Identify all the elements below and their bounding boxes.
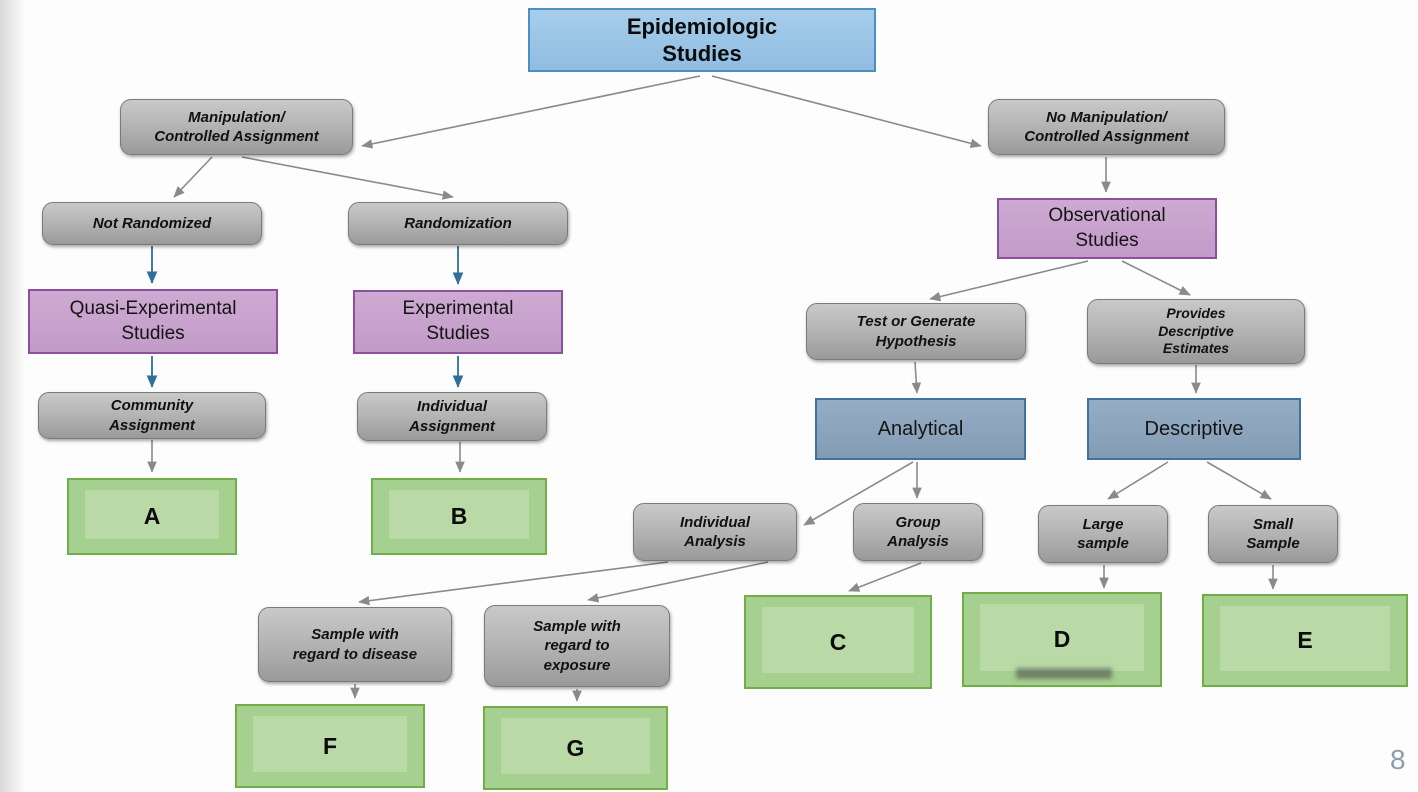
- node-community-assignment-label: Community Assignment: [109, 397, 195, 434]
- node-observational-studies-label: Observational Studies: [1048, 204, 1166, 251]
- node-provides-descriptive-estimates-label: Provides Descriptive Estimates: [1158, 305, 1234, 357]
- node-observational-studies: Observational Studies: [997, 198, 1217, 259]
- connector-observational-to-provides-estimates: [1121, 260, 1191, 296]
- node-answer-f-label: F: [322, 732, 338, 759]
- node-individual-analysis-label: Individual Analysis: [679, 513, 750, 551]
- connector-observational-to-test-hypothesis: [929, 260, 1089, 302]
- node-large-sample: Large sample: [1038, 505, 1168, 563]
- connector-descriptive-to-large-sample: [1107, 461, 1169, 500]
- connector-individual-analysis-to-sample-exposure: [587, 561, 769, 603]
- node-individual-assignment-label: Individual Assignment: [409, 398, 495, 435]
- connector-individual-analysis-to-sample-disease: [358, 561, 669, 606]
- node-answer-g: G: [483, 706, 668, 790]
- node-manipulation: Manipulation/ Controlled Assignment: [120, 99, 353, 155]
- node-experimental-studies: Experimental Studies: [353, 290, 563, 354]
- node-large-sample-label: Large sample: [1077, 515, 1129, 553]
- node-not-randomized-label: Not Randomized: [92, 214, 212, 232]
- node-answer-e: E: [1202, 594, 1408, 687]
- node-provides-descriptive-estimates: Provides Descriptive Estimates: [1087, 299, 1305, 364]
- node-manipulation-label: Manipulation/ Controlled Assignment: [154, 108, 319, 146]
- node-analytical: Analytical: [815, 398, 1026, 460]
- connector-root-to-no-manipulation: [711, 75, 982, 149]
- node-analytical-label: Analytical: [877, 417, 964, 440]
- node-descriptive-label: Descriptive: [1144, 417, 1244, 440]
- node-test-or-generate-hypothesis-label: Test or Generate Hypothesis: [856, 313, 976, 350]
- node-no-manipulation-label: No Manipulation/ Controlled Assignment: [1024, 108, 1189, 146]
- node-group-analysis: Group Analysis: [853, 503, 983, 561]
- node-answer-c-label: C: [829, 628, 847, 655]
- connector-descriptive-to-small-sample: [1206, 461, 1272, 500]
- node-experimental-studies-label: Experimental Studies: [402, 298, 514, 344]
- connector-root-to-manipulation: [361, 75, 701, 149]
- node-small-sample: Small Sample: [1208, 505, 1338, 563]
- node-answer-e-label: E: [1297, 627, 1313, 653]
- node-answer-d-label: D: [1053, 626, 1071, 652]
- node-answer-a-label: A: [143, 503, 161, 529]
- node-sample-regard-disease: Sample with regard to disease: [258, 607, 452, 682]
- node-answer-g-label: G: [566, 734, 585, 761]
- node-sample-regard-exposure-label: Sample with regard to exposure: [533, 617, 621, 674]
- connector-manipulation-to-randomization: [241, 156, 454, 200]
- node-answer-b: B: [371, 478, 547, 555]
- node-answer-a: A: [67, 478, 237, 555]
- node-quasi-experimental-studies: Quasi-Experimental Studies: [28, 289, 278, 354]
- node-small-sample-label: Small Sample: [1246, 515, 1300, 553]
- node-individual-analysis: Individual Analysis: [633, 503, 797, 561]
- node-sample-regard-exposure: Sample with regard to exposure: [484, 605, 670, 687]
- node-epidemiologic-studies: Epidemiologic Studies: [528, 8, 876, 72]
- connector-test-hypothesis-to-analytical: [911, 361, 922, 394]
- node-descriptive: Descriptive: [1087, 398, 1301, 460]
- node-quasi-experimental-studies-label: Quasi-Experimental Studies: [69, 297, 237, 344]
- node-no-manipulation: No Manipulation/ Controlled Assignment: [988, 99, 1225, 155]
- node-sample-regard-disease-label: Sample with regard to disease: [292, 626, 418, 663]
- connector-manipulation-to-not-randomized: [173, 156, 213, 198]
- node-individual-assignment: Individual Assignment: [357, 392, 547, 441]
- node-test-or-generate-hypothesis: Test or Generate Hypothesis: [806, 303, 1026, 360]
- connector-analytical-to-individual-analysis: [803, 461, 914, 526]
- connector-group-analysis-to-c: [848, 562, 922, 592]
- node-answer-c: C: [744, 595, 932, 689]
- node-not-randomized: Not Randomized: [42, 202, 262, 245]
- node-randomization-label: Randomization: [404, 214, 512, 232]
- node-answer-b-label: B: [450, 503, 468, 529]
- node-epidemiologic-studies-label: Epidemiologic Studies: [626, 13, 778, 67]
- page-number: 8: [1390, 744, 1406, 775]
- node-group-analysis-label: Group Analysis: [887, 513, 949, 551]
- node-answer-f: F: [235, 704, 425, 788]
- node-answer-d: D: [962, 592, 1162, 687]
- node-randomization: Randomization: [348, 202, 568, 245]
- node-community-assignment: Community Assignment: [38, 392, 266, 439]
